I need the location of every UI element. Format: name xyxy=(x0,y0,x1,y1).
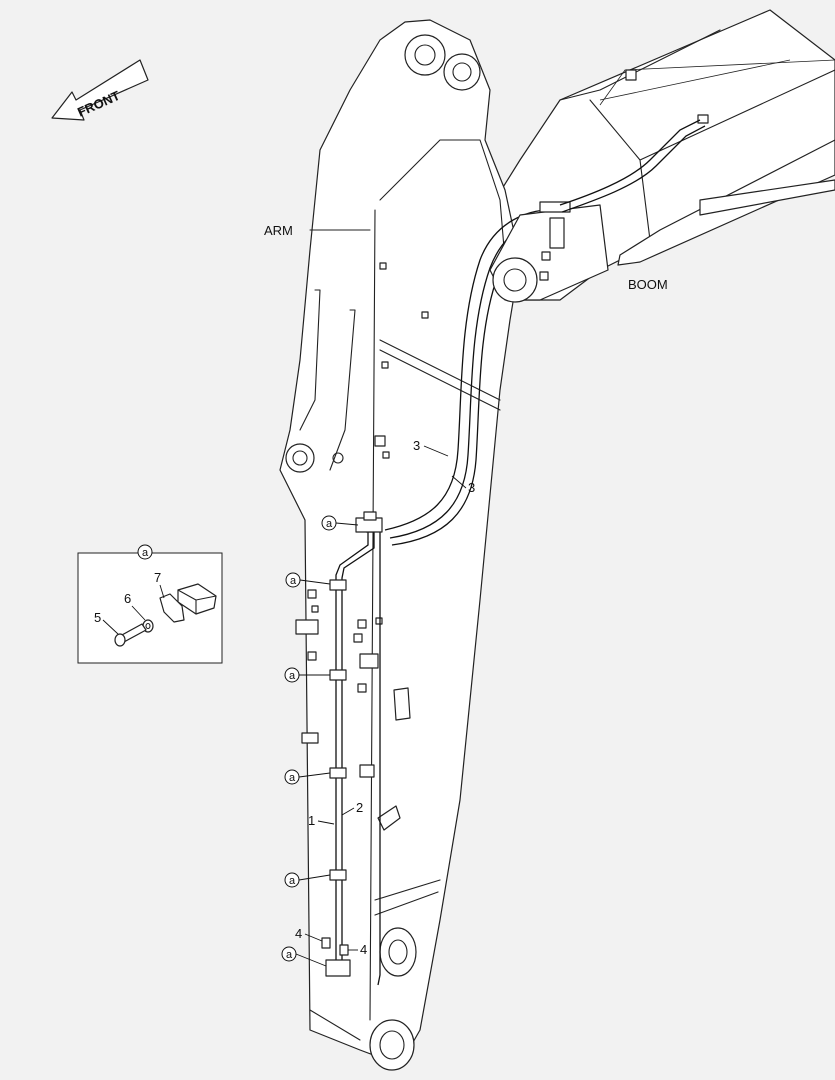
part-number-3-upper: 3 xyxy=(413,438,420,453)
part-number-5: 5 xyxy=(94,610,101,625)
marker-a-4: a xyxy=(289,772,296,784)
arm-tube-line xyxy=(321,511,383,986)
part-callouts: 3 3 2 1 4 4 xyxy=(295,438,475,957)
marker-a-5: a xyxy=(289,875,296,887)
part-number-1: 1 xyxy=(308,813,315,828)
arm-label: ARM xyxy=(264,223,293,238)
arm-structure xyxy=(279,19,521,1071)
front-arrow: FRONT xyxy=(51,59,149,121)
part-number-7: 7 xyxy=(154,570,161,585)
detail-box-a: a 7 6 5 xyxy=(77,544,223,664)
marker-a-3: a xyxy=(289,670,296,682)
detail-a-markers: a a a a a a xyxy=(281,515,359,967)
upper-hoses xyxy=(384,119,706,546)
marker-a-2: a xyxy=(290,575,297,587)
detail-box-marker: a xyxy=(142,547,149,559)
part-number-3-lower: 3 xyxy=(468,480,475,495)
marker-a-6: a xyxy=(286,949,293,961)
part-number-6: 6 xyxy=(124,591,131,606)
boom-label: BOOM xyxy=(628,277,668,292)
marker-a-1: a xyxy=(326,518,333,530)
part-number-4-right: 4 xyxy=(360,942,367,957)
part-number-4-left: 4 xyxy=(295,926,302,941)
part-number-2: 2 xyxy=(356,800,363,815)
